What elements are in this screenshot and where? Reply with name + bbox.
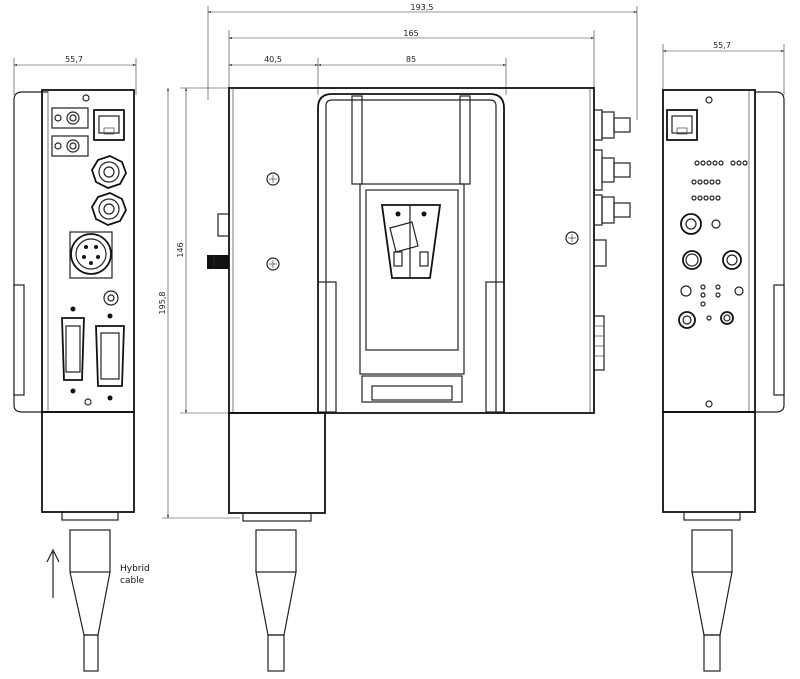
center-top-view (207, 87, 631, 672)
dim-overall-width: 193,5 (411, 3, 434, 12)
center-cable-block (228, 412, 326, 514)
dim-body-height: 146 (176, 242, 185, 257)
right-connector-panel (662, 89, 756, 413)
arrow-up-icon (46, 548, 60, 598)
cross-screw-icon (266, 257, 280, 271)
annotation-line-1: Hybrid (120, 564, 150, 574)
dsub-connector-icon (61, 306, 85, 394)
right-side-connectors (593, 109, 631, 371)
main-body (228, 87, 595, 414)
left-cable-block (41, 411, 135, 513)
cross-screw-icon (266, 172, 280, 186)
annotation-line-2: cable (120, 576, 145, 586)
dim-right-view-width: 55,7 (713, 41, 731, 50)
led-indicators (691, 160, 748, 201)
bnc-connector-icon (91, 155, 127, 189)
dim-overall-height: 195,8 (158, 292, 167, 315)
dimension-labels: 193,5 165 40,5 85 55,7 55,7 146 195,8 (65, 3, 731, 314)
dim-body-width: 165 (403, 29, 418, 38)
dim-plate-width: 85 (406, 55, 416, 64)
left-bumper-grip (13, 284, 25, 396)
rj45-port-icon (93, 109, 125, 141)
cross-screw-icon (565, 231, 579, 245)
dsub-connector-icon (95, 313, 125, 401)
right-cable-block (662, 411, 756, 513)
dimension-lines (13, 6, 785, 519)
right-bumper-grip (773, 284, 785, 396)
right-side-view (662, 89, 785, 672)
rj45-port-icon (666, 109, 698, 141)
dim-left-offset: 40,5 (264, 55, 282, 64)
v-lock-icon (380, 204, 442, 279)
bnc-connector-icon (91, 192, 127, 226)
xlr-connector-icon (69, 231, 113, 279)
left-side-view (13, 89, 135, 672)
dim-left-view-width: 55,7 (65, 55, 83, 64)
